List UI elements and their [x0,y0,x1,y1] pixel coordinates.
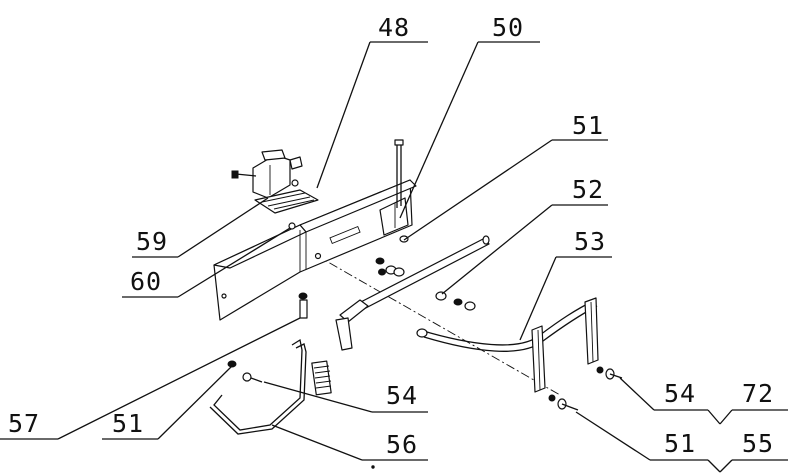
callout-51-left: 51 [112,409,144,438]
hinge-bracket-part [231,149,319,230]
callout-51-top: 51 [572,111,604,140]
washer-nut-stack [375,235,409,277]
callout-53: 53 [574,227,606,256]
callout-55: 55 [742,429,774,458]
callout-57: 57 [8,409,40,438]
callout-52: 52 [572,175,604,204]
callout-72: 72 [742,379,774,408]
small-fasteners-left [227,360,263,383]
assembly-axis [299,245,561,396]
callout-54-right: 54 [664,379,696,408]
callout-50: 50 [492,13,524,42]
crank-rod-part [335,235,490,351]
leader-lines [0,41,788,473]
upright-pin [394,139,404,208]
vertical-screw [298,292,308,319]
coil-spring [311,360,332,396]
callout-59: 59 [136,227,168,256]
rod-washers [435,291,476,311]
callout-48: 48 [378,13,410,42]
callout-54-mid: 54 [386,381,418,410]
wire-spring-part [416,297,599,393]
callout-60: 60 [130,267,162,296]
callout-51-bottom: 51 [664,429,696,458]
callout-56: 56 [386,430,418,459]
screw-set-right [548,366,623,411]
bent-wire-handle [209,338,307,435]
